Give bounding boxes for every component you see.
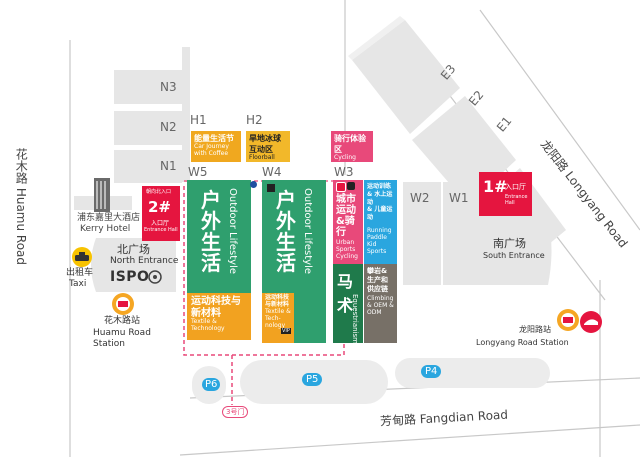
parking-p6[interactable]: P6 [192, 366, 226, 404]
north-entrance-zh: 北广场 [117, 243, 150, 256]
parking-p4-label: P4 [421, 365, 442, 378]
longyang-station-en: Longyang Road Station [476, 338, 569, 347]
w3-climb-en: Climbing & OEM & ODM [367, 295, 394, 317]
hall-w3-climbing[interactable]: 攀岩&生产和供应链 Climbing & OEM & ODM [364, 264, 397, 343]
w3-urban-zh: 城市运动&骑行 [336, 194, 356, 238]
zone-label-h2: H2 [246, 113, 263, 127]
parking-p5[interactable]: P5 [240, 360, 388, 404]
gate-3-label: 3号门 [222, 406, 249, 418]
zone-label-w3: W3 [334, 165, 354, 179]
building-label-w2: W2 [410, 191, 430, 205]
parking-p6-label: P6 [202, 378, 221, 391]
entrance-2-en: Entrance Hall [144, 227, 178, 233]
h1-label-zh: 能量生活节 [194, 134, 234, 143]
maglev-train-icon [580, 311, 602, 333]
hall-w5-outdoor[interactable]: 户外生活 Outdoor Lifestyle [187, 180, 251, 293]
w4-title-zh: 户外生活 [276, 188, 296, 275]
entrance-1-number: 1# [483, 177, 508, 196]
h2-floorball-box[interactable]: 旱地冰球互动区 Floorball [246, 131, 290, 162]
w5-title-zh: 户外生活 [201, 188, 221, 275]
w3-kids-en: Running Paddle Kid Sports [367, 226, 392, 255]
taxi-label-zh: 出租车 [66, 268, 94, 278]
cycling-label-zh: 骑行体验区 [334, 134, 366, 154]
entrance-2-number: 2# [148, 198, 172, 216]
road-label-huamu: 花木路 Huamu Road [14, 148, 29, 266]
building-label-n3: N3 [160, 80, 177, 94]
building-label-w1: W1 [449, 191, 469, 205]
entrance-1-zh: 入口厅 [505, 183, 526, 191]
entrance-hall-2[interactable]: 朝向北入口 2# 入口厅 Entrance Hall [142, 186, 180, 241]
h1-label-en: Car Journey with Coffee [194, 143, 229, 157]
hotel-tower-icon [94, 178, 110, 212]
w3-stop-icon [336, 182, 346, 192]
building-label-n1: N1 [160, 159, 177, 173]
taxi-icon [72, 247, 92, 267]
south-entrance-en: South Entrance [483, 251, 545, 260]
w4-sub-en: Textile & Tech-nology [265, 307, 291, 329]
hall-w3-kids-sports[interactable]: 运动训练 & 水上运动 & 儿童运动 Running Paddle Kid Sp… [364, 180, 397, 264]
building-e3 [352, 20, 460, 134]
building-w1 [443, 182, 481, 285]
ispo-emblem-icon [148, 270, 162, 284]
w3-horse-zh: 马术 [337, 272, 354, 315]
parking-p5-label: P5 [302, 373, 323, 386]
cycling-experience-box[interactable]: 骑行体验区 Cycling [331, 131, 373, 162]
hall-w3-equestrian[interactable]: 马术 Equestrianism [333, 264, 363, 344]
w4-marker-icon [267, 184, 275, 192]
h2-label-zh: 旱地冰球互动区 [249, 134, 281, 154]
h1-car-journey-box[interactable]: 能量生活节 Car Journey with Coffee [191, 131, 241, 162]
w4-sub-zh: 运动科技与新材料 [265, 294, 290, 308]
south-entrance-zh: 南广场 [493, 237, 526, 250]
w5-title-en: Outdoor Lifestyle [227, 188, 238, 275]
w3-climb-zh: 攀岩&生产和供应链 [367, 267, 388, 293]
w3-kids-line-1: 运动训练 [367, 183, 392, 190]
w5-sub-zh: 运动科技与新材料 [191, 296, 241, 319]
taxi-label-en: Taxi [69, 279, 87, 289]
zone-label-h1: H1 [190, 113, 207, 127]
w3-kids-line-2: & 水上运动 [367, 190, 393, 206]
zone-label-w4: W4 [262, 165, 282, 179]
location-dot-icon [250, 181, 257, 188]
w3-bike-icon [347, 182, 355, 190]
huamu-station-en: Huamu Road Station [93, 328, 151, 349]
building-label-n2: N2 [160, 120, 177, 134]
kerry-hotel-zh: 浦东嘉里大酒店 [77, 213, 141, 223]
entrance-1-en: Entrance Hall [505, 194, 528, 206]
metro-icon-huamu [112, 293, 134, 315]
hall-w4-textile[interactable]: 运动科技与新材料 Textile & Tech-nology VIP [262, 293, 294, 343]
ispo-logo: ISPO [110, 269, 150, 285]
building-n2 [114, 111, 182, 145]
kerry-hotel-en: Kerry Hotel [80, 224, 131, 234]
vip-badge: VIP [281, 328, 291, 334]
huamu-station-zh: 花木路站 [104, 316, 141, 326]
building-w2 [403, 182, 441, 285]
entrance-2-note: 朝向北入口 [146, 189, 172, 195]
w3-kids-line-3: & 儿童运动 [367, 206, 393, 222]
zone-label-w5: W5 [188, 165, 208, 179]
metro-icon-longyang [557, 309, 579, 331]
entrance-2-zh: 入口厅 [151, 220, 170, 227]
cycling-label-en: Cycling [334, 154, 356, 161]
north-entrance-en: North Entrance [110, 256, 179, 266]
south-entrance-plaza [481, 218, 552, 285]
hall-w3-urban-sports[interactable]: 城市运动&骑行 Urban Sports Cycling [333, 180, 363, 264]
longyang-station-zh: 龙阳路站 [519, 325, 551, 334]
h2-label-en: Floorball [249, 154, 275, 161]
entrance-hall-1[interactable]: 1# 入口厅 Entrance Hall [479, 172, 532, 216]
w3-horse-en: Equestrianism [351, 294, 359, 344]
building-n3 [114, 70, 182, 104]
w3-urban-en: Urban Sports Cycling [336, 239, 358, 260]
building-n1 [114, 150, 182, 183]
parking-p4[interactable]: P4 [395, 358, 550, 388]
w5-sub-en: Textile & Technology [191, 318, 225, 332]
hall-w5-textile[interactable]: 运动科技与新材料 Textile & Technology [187, 293, 251, 340]
w4-title-en: Outdoor Lifestyle [302, 188, 313, 275]
